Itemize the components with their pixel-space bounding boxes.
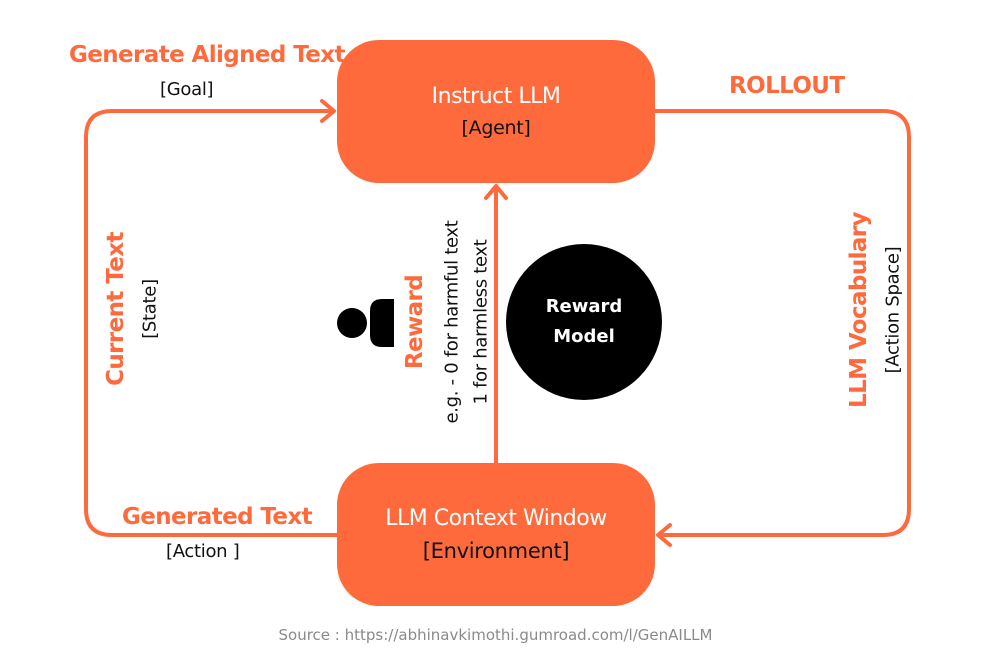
goal-arrowhead (320, 99, 336, 123)
goal-tag: [Goal] (160, 79, 214, 100)
environment-subtitle: [Environment] (422, 539, 570, 563)
goal-label: Generate Aligned Text (69, 42, 345, 68)
person-icon (337, 299, 394, 347)
source-caption: Source : https://abhinavkimothi.gumroad.… (278, 626, 713, 644)
rollout-connector (653, 109, 911, 537)
agent-node: Instruct LLM [Agent] (337, 40, 655, 183)
reward-arrowhead (484, 184, 508, 200)
rollout-label: ROLLOUT (729, 73, 845, 99)
reward-model-circle: Reward Model (506, 244, 662, 400)
state-tag: [State] (139, 279, 161, 339)
environment-title: LLM Context Window (385, 506, 607, 531)
action-tag: [Action ] (166, 541, 240, 562)
reward-label: Reward (402, 274, 428, 370)
action-label: Generated Text (122, 504, 313, 530)
state-label: Current Text (103, 232, 129, 386)
action-space-tag: [Action Space] (882, 246, 904, 374)
environment-node: LLM Context Window [Environment] (337, 463, 655, 606)
reward-model-label: Reward Model (545, 296, 623, 347)
action-space-label: LLM Vocabulary (846, 212, 872, 408)
action-arrowhead (656, 523, 672, 547)
agent-subtitle: [Agent] (461, 117, 531, 139)
state-connector (84, 109, 339, 537)
reward-example-line2: 1 for harmless text (470, 239, 492, 405)
agent-title: Instruct LLM (431, 84, 561, 109)
reward-example-line1: e.g. - 0 for harmful text (441, 220, 463, 424)
